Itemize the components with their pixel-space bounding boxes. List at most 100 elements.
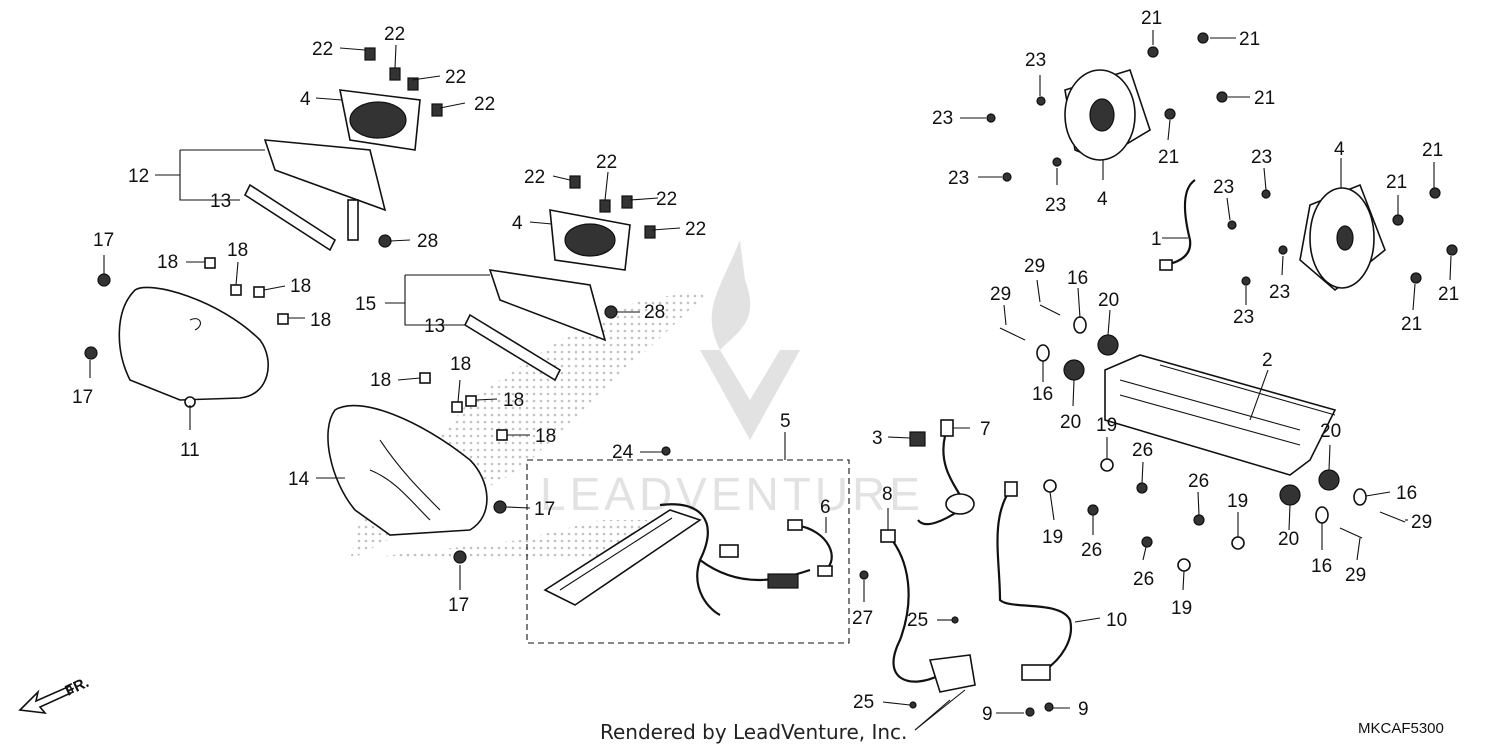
callout-21: 21 [1141, 8, 1162, 29]
callout-8: 8 [882, 484, 893, 505]
callout-23: 23 [932, 108, 953, 129]
callout-21: 21 [1254, 88, 1275, 109]
nuts-21-right [1392, 187, 1458, 284]
callout-14: 14 [288, 469, 310, 490]
callout-22: 22 [656, 189, 677, 210]
callout-23: 23 [1025, 50, 1046, 71]
callout-17: 17 [448, 595, 469, 616]
screw-17-c [493, 500, 507, 514]
callout-22: 22 [685, 219, 706, 240]
harness-10 [996, 481, 1073, 681]
callout-21: 21 [1158, 147, 1179, 168]
callout-16: 16 [1396, 483, 1417, 504]
callout-22: 22 [474, 94, 495, 115]
speaker-right-round [1064, 69, 1151, 161]
screw-17-a [97, 273, 111, 287]
connector-3 [909, 431, 926, 447]
callout-23: 23 [948, 168, 969, 189]
nut-28-mid [604, 305, 618, 319]
callout-20: 20 [1278, 529, 1299, 550]
callout-22: 22 [445, 67, 466, 88]
callout-16: 16 [1032, 384, 1053, 405]
callout-9: 9 [982, 704, 993, 725]
diagram-code: MKCAF5300 [1358, 720, 1444, 737]
callout-18: 18 [157, 252, 178, 273]
callout-18: 18 [535, 426, 556, 447]
clip-9-b [1044, 702, 1054, 712]
callout-23: 23 [1045, 195, 1066, 216]
callout-4: 4 [300, 89, 311, 110]
callout-26: 26 [1188, 471, 1209, 492]
callout-18: 18 [310, 310, 331, 331]
callout-26: 26 [1132, 440, 1153, 461]
callout-28: 28 [644, 302, 665, 323]
screw-17-d [453, 550, 467, 564]
callout-17: 17 [93, 230, 114, 251]
leadventure-watermark: LEADVENTURE [540, 240, 924, 520]
speaker-right-oval [1299, 183, 1386, 292]
callout-15: 15 [355, 294, 376, 315]
callout-29: 29 [1411, 512, 1432, 533]
callout-23: 23 [1233, 307, 1254, 328]
callout-20: 20 [1320, 421, 1341, 442]
callout-23: 23 [1251, 147, 1272, 168]
callout-4: 4 [512, 213, 523, 234]
callout-29: 29 [1024, 256, 1045, 277]
callout-1: 1 [1151, 229, 1162, 250]
collars-19 [1043, 458, 1245, 572]
callout-25: 25 [907, 610, 928, 631]
speaker-left-upper [243, 89, 421, 252]
credit-text: Rendered by LeadVenture, Inc. [600, 720, 907, 744]
harness-8 [880, 529, 941, 683]
callout-29: 29 [1345, 565, 1366, 586]
callout-19: 19 [1171, 598, 1192, 619]
callout-24: 24 [612, 442, 634, 463]
screw-17-b [84, 346, 98, 360]
callout-18: 18 [290, 276, 311, 297]
callout-2: 2 [1262, 350, 1273, 371]
clip-9-a [1025, 707, 1035, 717]
sub-harness-6 [787, 519, 833, 577]
callout-4: 4 [1334, 139, 1345, 160]
clips-18-mid [419, 372, 508, 441]
callout-18: 18 [227, 240, 248, 261]
callout-22: 22 [312, 39, 333, 60]
callout-16: 16 [1311, 556, 1332, 577]
nuts-26 [1087, 482, 1205, 548]
nuts-21-upper [1147, 32, 1228, 120]
callout-22: 22 [384, 24, 405, 45]
callout-21: 21 [1239, 29, 1260, 50]
callout-5: 5 [780, 411, 791, 432]
callout-26: 26 [1081, 540, 1102, 561]
watermark-text: LEADVENTURE [540, 468, 924, 520]
callout-13: 13 [424, 316, 445, 337]
washers-16 [1036, 316, 1367, 524]
callout-21: 21 [1401, 314, 1422, 335]
bolts-22-upper [364, 47, 443, 117]
callout-22: 22 [524, 167, 545, 188]
amp-unit-5 [543, 503, 811, 616]
callout-17: 17 [72, 387, 93, 408]
callout-13: 13 [210, 191, 231, 212]
callout-29: 29 [990, 284, 1011, 305]
callout-28: 28 [417, 231, 438, 252]
nuts-23-right [1227, 189, 1288, 286]
callout-3: 3 [872, 428, 883, 449]
callout-23: 23 [1213, 177, 1234, 198]
clip-27 [859, 570, 869, 580]
callout-18: 18 [450, 354, 471, 375]
speaker-left-mid [463, 209, 631, 382]
callout-19: 19 [1042, 527, 1063, 548]
callout-20: 20 [1060, 412, 1081, 433]
callout-19: 19 [1227, 491, 1248, 512]
bolts-29 [999, 304, 1406, 539]
callout-16: 16 [1067, 268, 1088, 289]
front-label: FR. [63, 674, 92, 700]
bolts-22-mid [569, 175, 656, 239]
callout-21: 21 [1422, 140, 1443, 161]
callout-21: 21 [1438, 284, 1459, 305]
front-arrow-icon: FR. [18, 674, 92, 715]
callout-18: 18 [503, 390, 524, 411]
callout-22: 22 [596, 152, 617, 173]
